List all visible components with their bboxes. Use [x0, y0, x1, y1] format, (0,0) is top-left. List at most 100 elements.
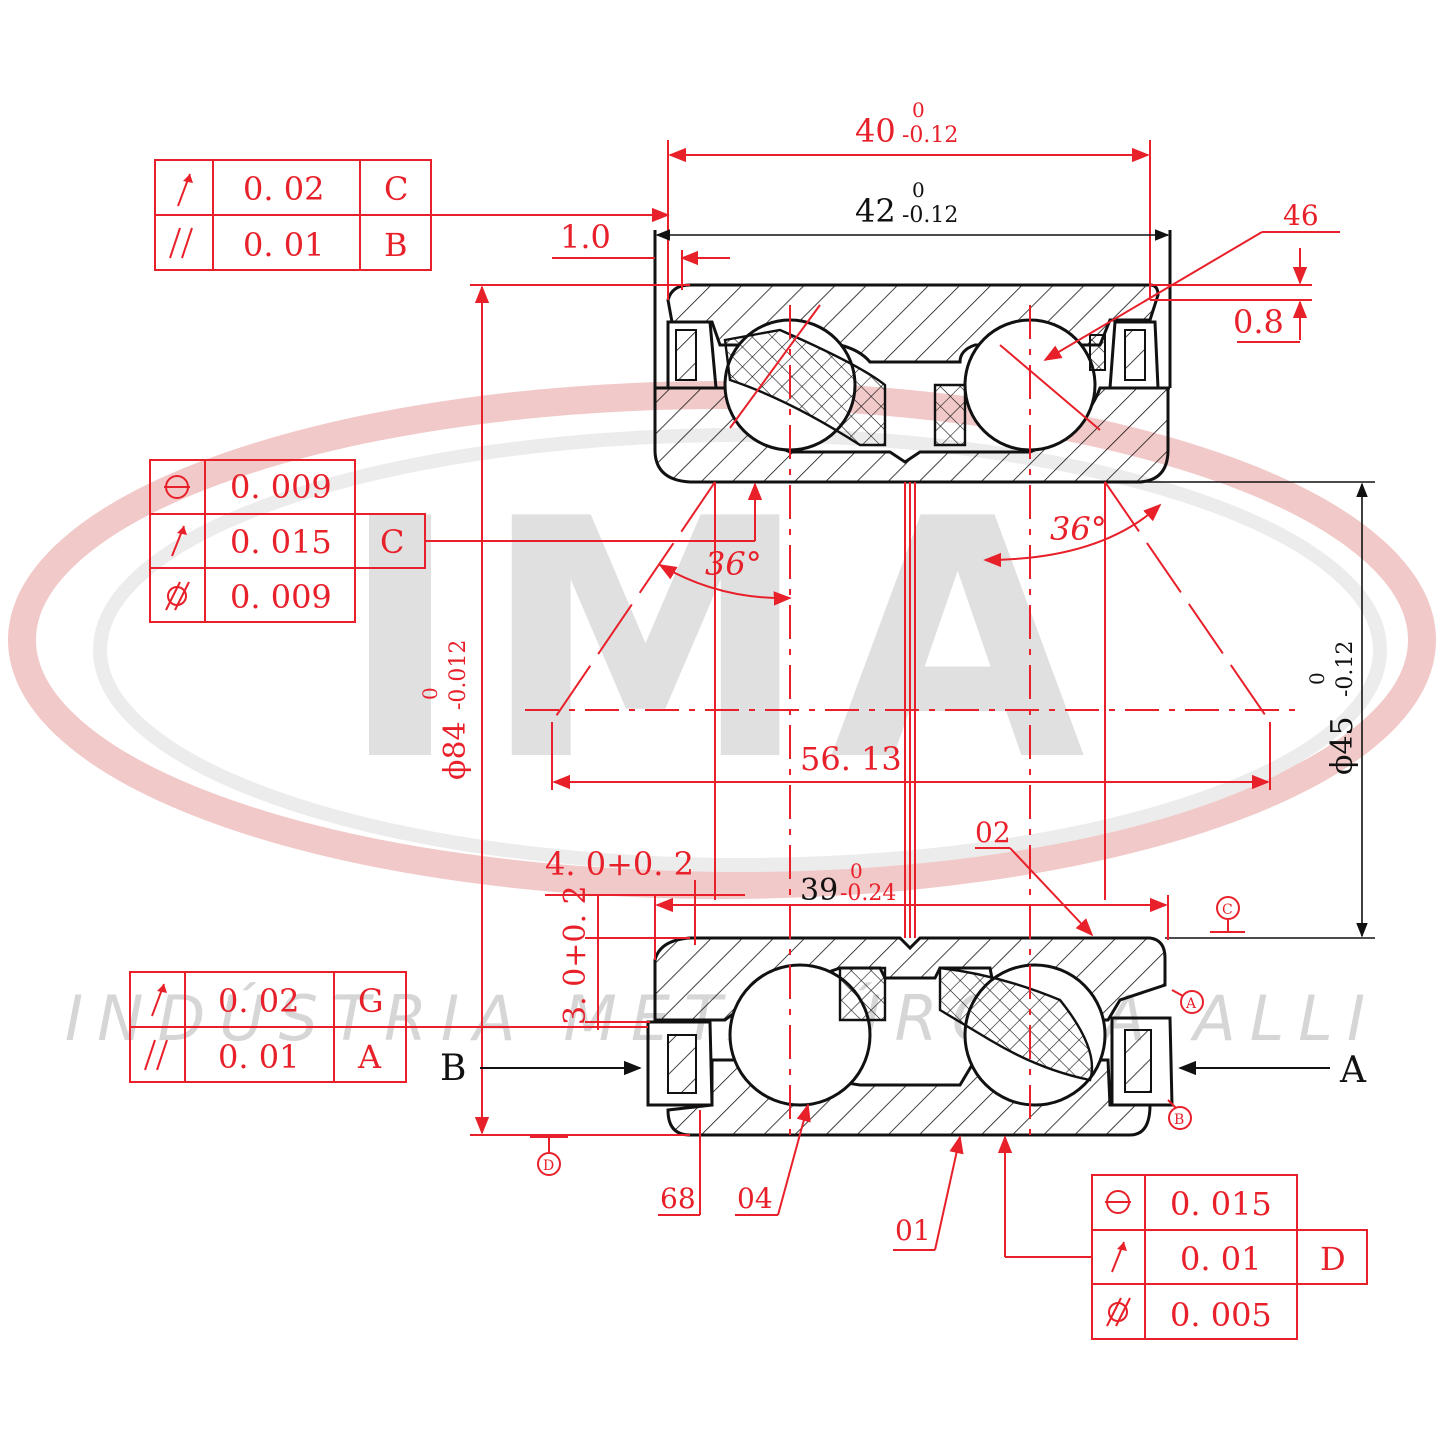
frame1-row2-datum: B: [384, 226, 408, 264]
tolerance-frame-3: 0. 02 G 0. 01 A: [129, 971, 648, 1083]
dim-39-tol-lower: -0.24: [840, 881, 896, 906]
dimension-1-0: 1.0: [552, 218, 730, 290]
callout-04-label: 04: [737, 1182, 773, 1215]
dim-4-0-value: 4. 0+0. 2: [545, 845, 694, 883]
top-cage-right: [933, 383, 967, 447]
cylindricity-icon: [1106, 1297, 1131, 1327]
dimension-inner-diameter: ϕ45 0 -0.12: [1140, 481, 1375, 939]
frame1-row1-value: 0. 02: [243, 170, 324, 208]
dim-39-value: 39: [800, 873, 838, 908]
dim-40-tol-upper: 0: [912, 98, 925, 122]
roundness-icon: [1105, 1190, 1131, 1214]
datum-d-symbol: D: [530, 1136, 568, 1176]
frame2-row3-value: 0. 009: [230, 578, 332, 616]
frame4-row3-value: 0. 005: [1170, 1296, 1272, 1334]
cylindricity-icon: [165, 581, 190, 611]
dimension-0-8: 0.8: [1150, 248, 1312, 343]
dim-56-13-value: 56. 13: [800, 740, 902, 778]
tolerance-frame-2: 0. 009 0. 015 C 0. 009: [149, 459, 763, 623]
dimension-40: 40 0 -0.12: [667, 98, 1151, 300]
parallelism-icon: [169, 227, 193, 259]
dim-1-0-value: 1.0: [560, 218, 611, 256]
callout-01-label: 01: [895, 1214, 931, 1247]
watermark-logo: IMA: [339, 449, 1106, 833]
angle-right-label: 36°: [1050, 510, 1107, 548]
callout-04: 04: [735, 1103, 811, 1216]
tolerance-frame-1: 0. 02 C 0. 01 B: [154, 159, 670, 271]
outer-dia-value: ϕ84: [438, 721, 473, 780]
callout-46-label: 46: [1283, 199, 1319, 232]
inner-dia-value: ϕ45: [1325, 716, 1360, 775]
bottom-bearing-section: [646, 936, 1174, 1137]
dim-42-value: 42: [855, 192, 896, 230]
angle-36-left: 36°: [658, 545, 792, 606]
callout-68: 68: [658, 1110, 701, 1216]
dim-42-tol-lower: -0.12: [902, 203, 958, 228]
outer-dia-tol-lower: -0.012: [446, 640, 471, 710]
dim-42-tol-upper: 0: [912, 178, 925, 202]
frame2-row1-value: 0. 009: [230, 468, 332, 506]
datum-c-symbol: C: [1210, 896, 1245, 933]
dim-3-0-value: 3. 0+0. 2: [558, 885, 593, 1025]
callout-01: 01: [893, 1135, 964, 1251]
bottom-cage-left: [838, 966, 887, 1022]
runout-icon: [171, 525, 187, 557]
bottom-seal-right-lip: [1124, 1029, 1152, 1093]
parallelism-icon: [144, 1039, 168, 1071]
frame2-row2-value: 0. 015: [230, 523, 332, 561]
arrow-a: A: [1178, 1050, 1367, 1091]
runout-icon: [151, 983, 167, 1017]
top-cage-left: [723, 328, 887, 447]
top-seal-right-lip: [1124, 329, 1146, 381]
dim-40-value: 40: [855, 112, 896, 150]
dimension-42: 42 0 -0.12: [655, 178, 1170, 241]
datum-d-label: D: [543, 1158, 554, 1174]
bottom-cage-right: [938, 966, 1094, 1082]
dimension-4-0: 4. 0+0. 2: [545, 845, 745, 945]
datum-a-symbol: A: [1171, 989, 1204, 1014]
dim-39-tol-upper: 0: [850, 859, 863, 883]
dimension-39: 39 0 -0.24: [654, 859, 1169, 960]
frame4-row2-datum: D: [1320, 1240, 1346, 1278]
angle-36-right: 36°: [983, 503, 1162, 568]
frame4-row2-value: 0. 01: [1180, 1240, 1261, 1278]
frame3-row1-value: 0. 02: [218, 982, 299, 1020]
dim-40-tol-lower: -0.12: [902, 123, 958, 148]
frame3-row2-value: 0. 01: [218, 1038, 299, 1076]
dimension-56-13: 56. 13: [551, 722, 1271, 790]
top-cage-right-small: [1089, 334, 1106, 371]
frame2-row2-datum: C: [380, 523, 404, 561]
frame3-row1-datum: G: [358, 982, 384, 1020]
outer-dia-tol-upper: 0: [418, 687, 442, 700]
callout-46: 46: [1043, 199, 1340, 361]
center-lines: [525, 304, 1300, 1140]
datum-b-symbol: B: [1167, 1099, 1192, 1130]
tolerance-frame-4: 0. 015 0. 01 D 0. 005: [997, 1135, 1368, 1340]
bottom-seal-left-lip: [667, 1034, 697, 1094]
bottom-seal-left: [646, 1020, 714, 1107]
arrow-a-label: A: [1339, 1050, 1367, 1091]
dim-0-8-value: 0.8: [1233, 303, 1284, 341]
arrow-b-label: B: [440, 1048, 466, 1089]
datum-c-label: C: [1222, 902, 1233, 918]
datum-a-small-label: A: [1185, 996, 1197, 1012]
callout-02: 02: [975, 816, 1094, 937]
datum-b-small-label: B: [1174, 1112, 1184, 1128]
dimension-outer-diameter: ϕ84 0 -0.012: [418, 284, 690, 1136]
roundness-icon: [164, 475, 190, 499]
frame1-row2-value: 0. 01: [243, 226, 324, 264]
arrow-b: B: [440, 1048, 642, 1089]
callout-68-label: 68: [660, 1182, 696, 1215]
runout-icon: [1111, 1241, 1127, 1273]
top-seal-left-lip: [675, 329, 697, 381]
frame4-row1-value: 0. 015: [1170, 1185, 1272, 1223]
angle-left-label: 36°: [705, 545, 762, 583]
inner-dia-tol-upper: 0: [1305, 672, 1329, 685]
frame3-row2-datum: A: [357, 1038, 382, 1076]
callout-02-label: 02: [975, 816, 1011, 849]
runout-icon: [177, 173, 193, 207]
frame1-row1-datum: C: [384, 170, 408, 208]
dimension-3-0: 3. 0+0. 2: [558, 885, 690, 1030]
inner-dia-tol-lower: -0.12: [1333, 641, 1358, 697]
